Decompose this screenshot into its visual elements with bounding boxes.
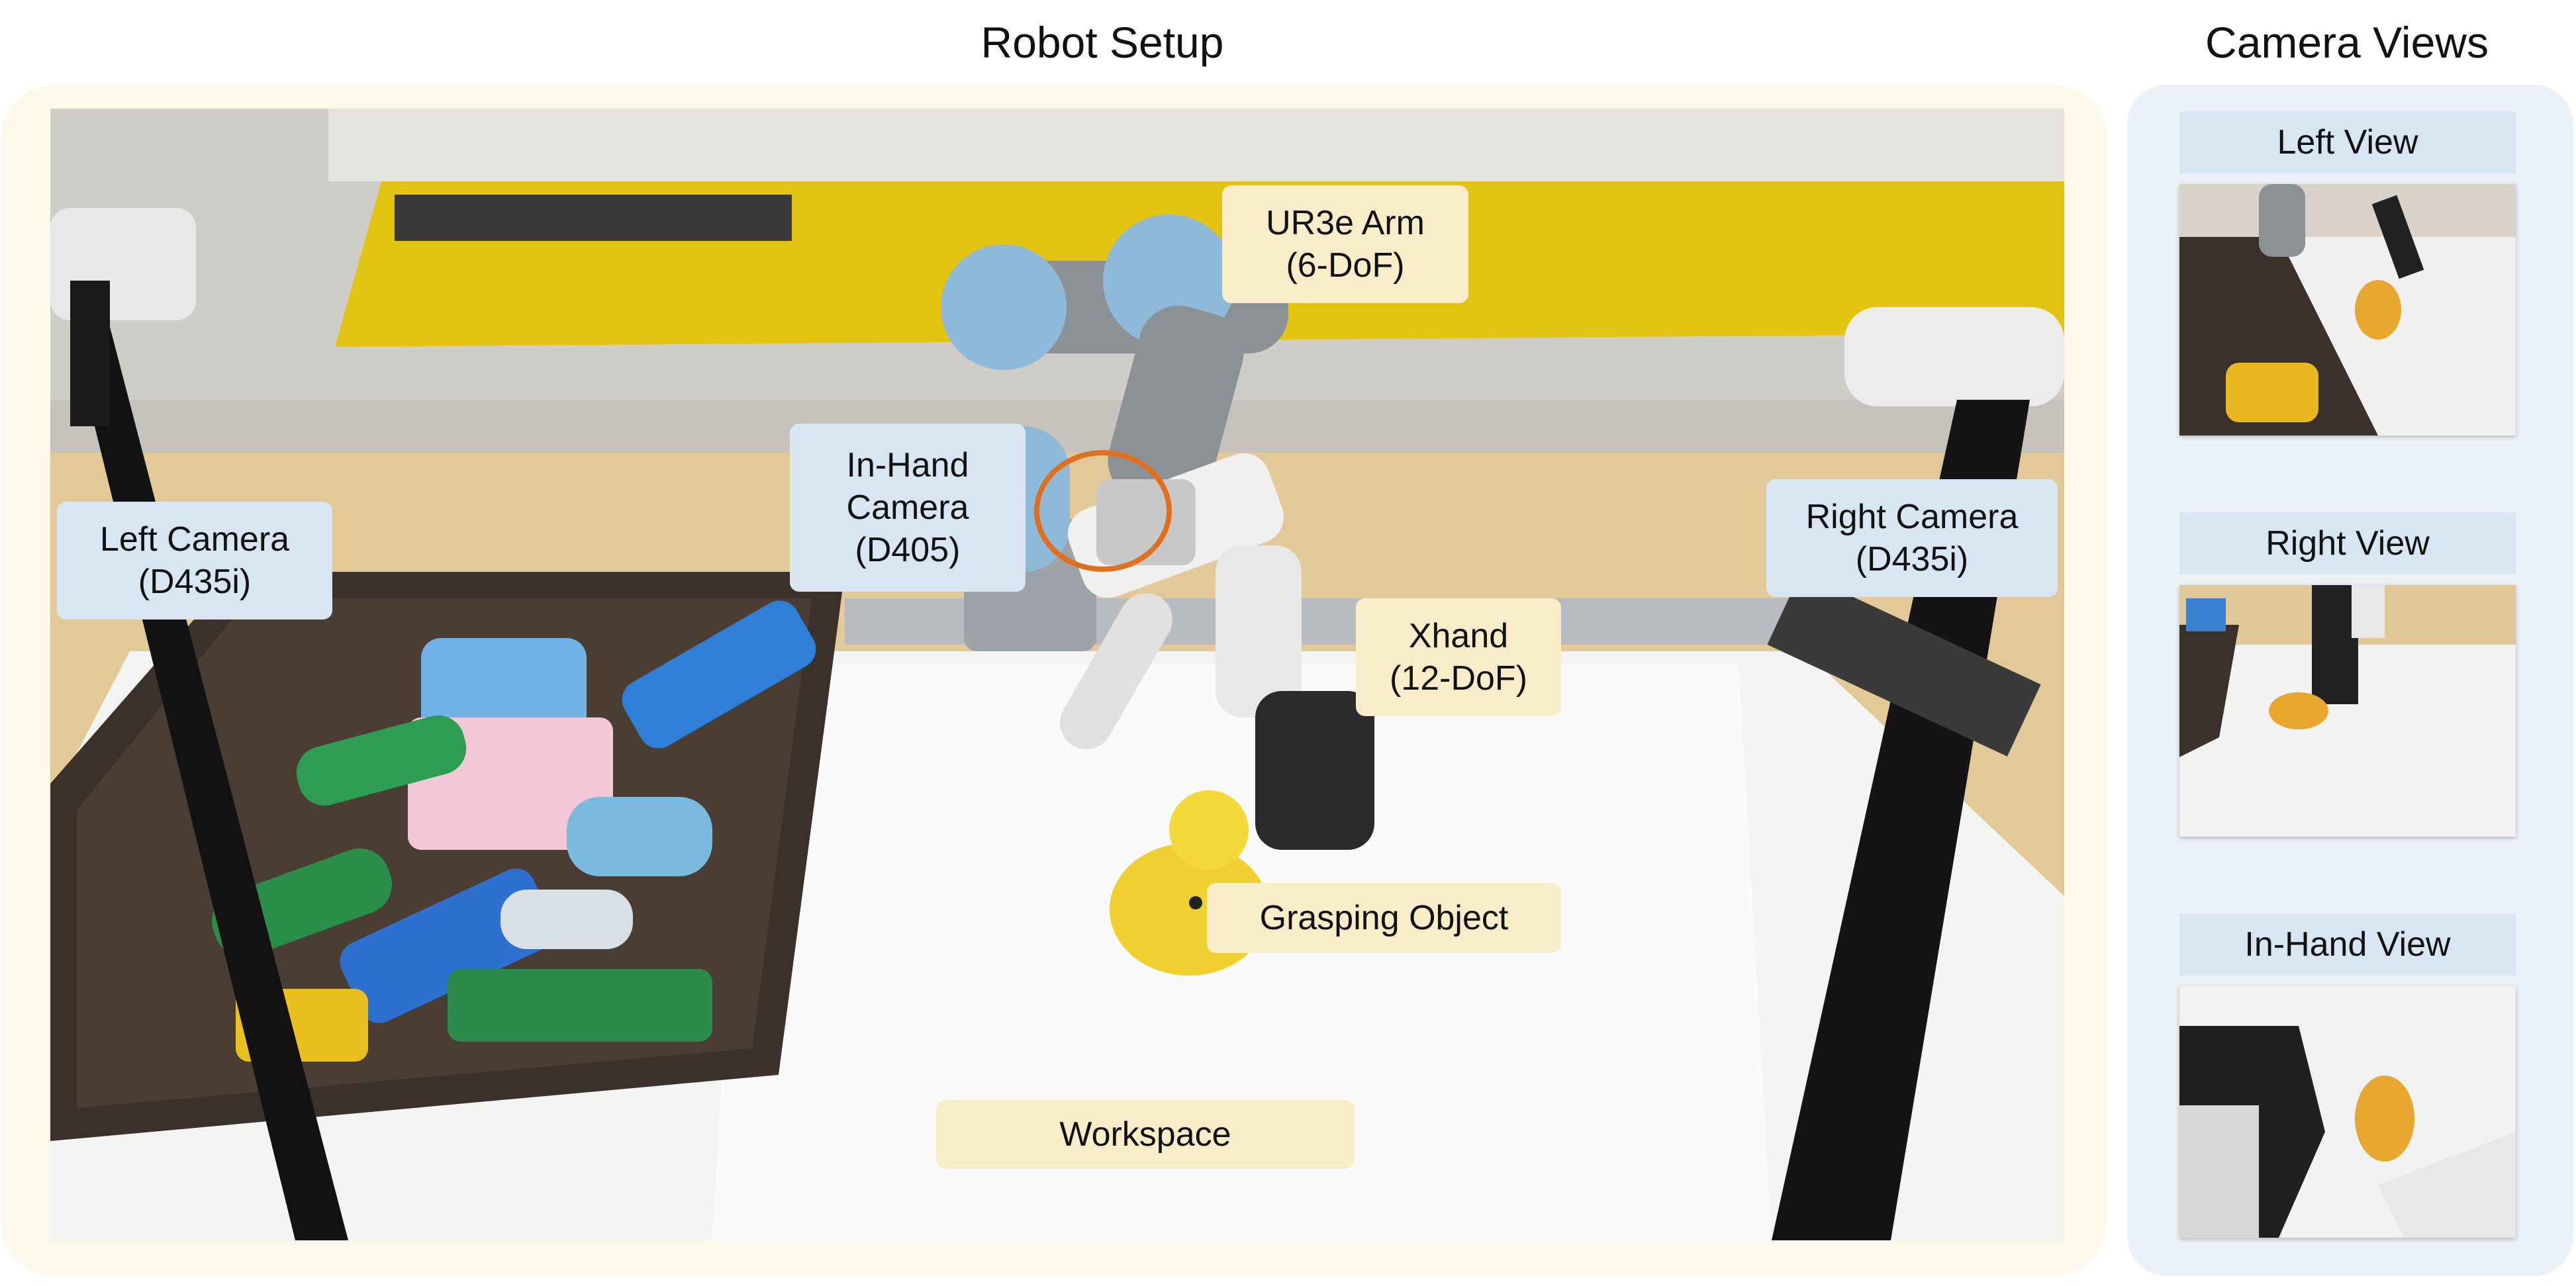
right-view-image: [2179, 585, 2516, 837]
right-tripod-leg: [1772, 400, 2030, 1240]
left-tripod-mount: [70, 281, 110, 426]
camera-views-title: Camera Views: [2205, 18, 2489, 67]
in-hand-view-image: [2179, 986, 2516, 1238]
ur3e-arm-label: UR3e Arm (6-DoF): [1222, 185, 1468, 303]
arm-forearm: [1108, 305, 1244, 508]
in-hand-view-header: In-Hand View: [2179, 913, 2516, 976]
left-view-header: Left View: [2179, 111, 2516, 173]
left-view-illustration: [2179, 184, 2516, 436]
scene-illustration: [50, 109, 2064, 1240]
right-camera-body: [1844, 307, 2064, 406]
dark-sign: [395, 195, 792, 241]
robot-setup-title: Robot Setup: [980, 18, 1224, 67]
item-blue-car: [622, 600, 816, 749]
xhand-label: Xhand (12-DoF): [1356, 598, 1561, 716]
arm-joint-1: [941, 244, 1067, 370]
robot-setup-photo: [50, 109, 2064, 1240]
toy-chick-head: [1169, 790, 1249, 870]
in-hand-camera-label: In-Hand Camera (D405): [790, 424, 1026, 592]
in-hand-view-illustration: [2179, 986, 2516, 1238]
hand-fingers-black: [1255, 691, 1374, 850]
window-band: [328, 109, 2064, 181]
right-foam-tray: [1767, 573, 2041, 757]
hand-fingers-white: [1216, 545, 1302, 717]
hand-thumb: [1060, 593, 1172, 749]
toy-chick-eye: [1189, 896, 1202, 909]
grasping-object-label: Grasping Object: [1207, 883, 1561, 953]
left-camera-label: Left Camera (D435i): [57, 502, 332, 620]
item-green-can: [296, 715, 467, 806]
workspace-label: Workspace: [936, 1100, 1355, 1169]
item-bottle-blue: [567, 797, 712, 876]
highlight-circle: [1034, 450, 1172, 572]
left-view-image: [2179, 184, 2516, 436]
item-green-box: [448, 969, 712, 1042]
right-view-header: Right View: [2179, 512, 2516, 574]
item-clear-bottle: [501, 890, 633, 949]
right-camera-label: Right Camera (D435i): [1766, 479, 2058, 597]
item-toy-car: [340, 868, 555, 1023]
right-view-illustration: [2179, 585, 2516, 837]
